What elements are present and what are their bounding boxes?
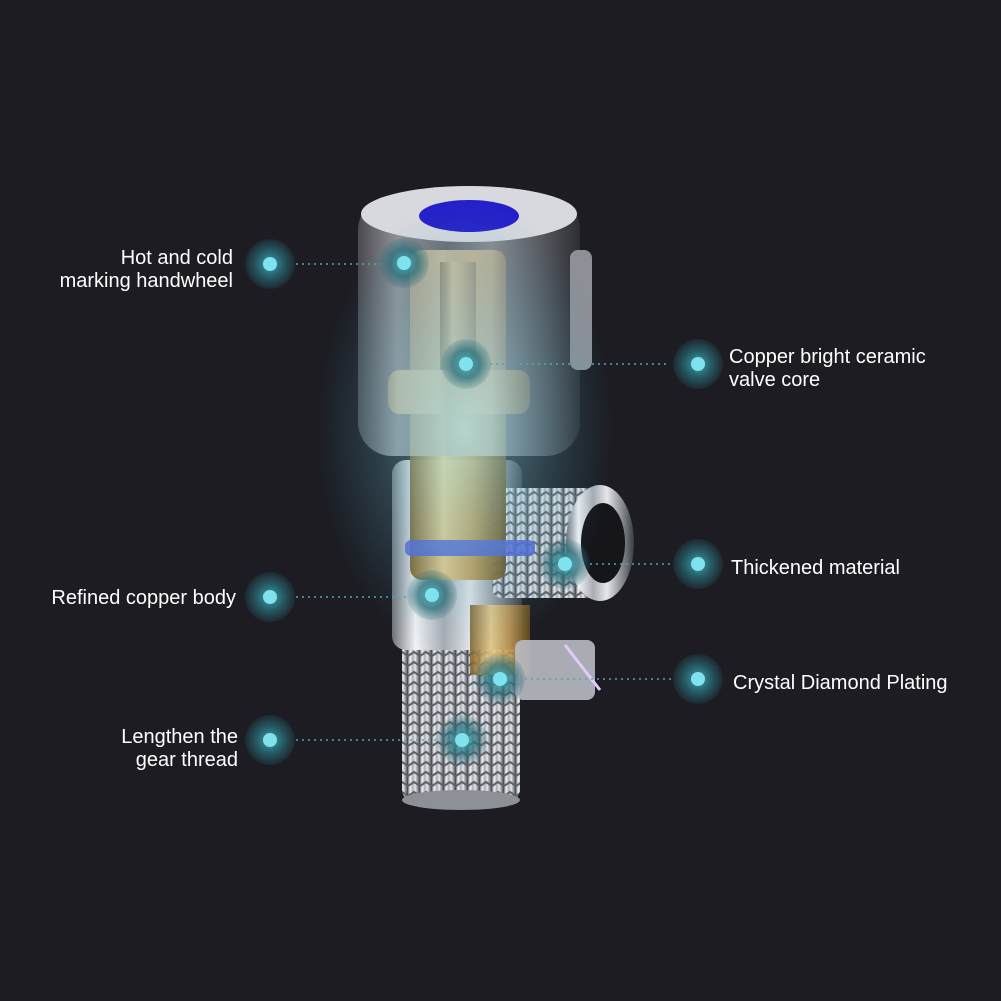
- label-plating: Crystal Diamond Plating: [733, 672, 948, 695]
- label-line: Lengthen the: [121, 726, 238, 748]
- label-valve-core: Copper bright ceramic valve core: [729, 346, 926, 392]
- label-line: Crystal Diamond Plating: [733, 672, 948, 694]
- label-line: Thickened material: [731, 557, 900, 579]
- label-line: Refined copper body: [51, 587, 236, 609]
- label-line: valve core: [729, 369, 821, 391]
- label-handwheel: Hot and cold marking handwheel: [60, 247, 233, 293]
- label-line: Copper bright ceramic: [729, 346, 926, 368]
- label-line: gear thread: [135, 749, 238, 771]
- label-line: Hot and cold: [120, 247, 233, 269]
- label-thickened: Thickened material: [731, 557, 900, 580]
- label-thread: Lengthen the gear thread: [121, 726, 238, 772]
- label-line: marking handwheel: [59, 270, 233, 292]
- marker-dot-icon: [245, 238, 723, 765]
- label-copper-body: Refined copper body: [51, 587, 236, 610]
